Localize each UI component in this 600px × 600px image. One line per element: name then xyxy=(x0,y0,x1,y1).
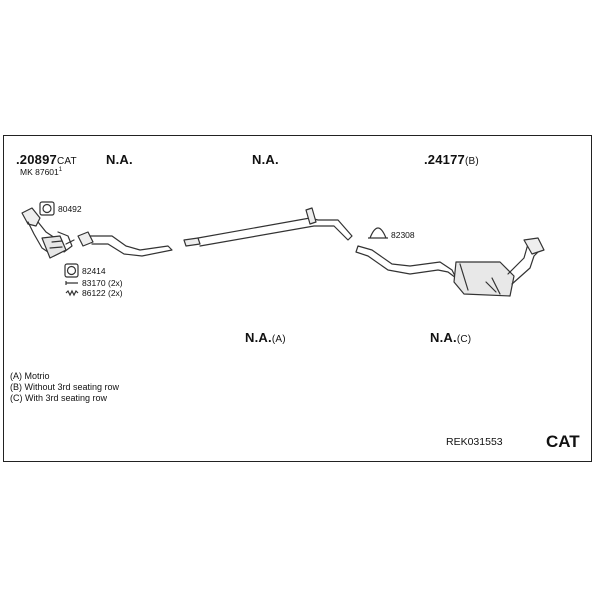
clamp-icon xyxy=(368,227,388,239)
note-b: (B) Without 3rd seating row xyxy=(10,382,120,392)
fitting-label-83170: 83170 (2x) xyxy=(82,278,123,288)
mk-reference: MK 876011 xyxy=(20,166,63,177)
part-number-front-pipe: N.A. xyxy=(106,152,133,167)
part-number-rear-silencer: .24177(B) xyxy=(424,152,479,167)
fitting-label-80492: 80492 xyxy=(58,204,82,214)
gasket-ring-icon xyxy=(64,263,79,278)
part-number-alt-c: N.A.(C) xyxy=(430,330,472,345)
note-c: (C) With 3rd seating row xyxy=(10,393,108,403)
note-a: (A) Motrio xyxy=(10,371,50,381)
part-number-catalyst: .20897CAT xyxy=(16,152,77,167)
catalytic-converter-drawing xyxy=(21,207,75,259)
part-number-alt-a: N.A.(A) xyxy=(245,330,286,345)
category-label: CAT xyxy=(546,432,580,451)
kit-reference: REK031553 xyxy=(446,436,503,448)
spring-icon xyxy=(65,289,79,297)
bolt-icon xyxy=(65,281,78,285)
middle-pipe-drawing xyxy=(183,207,353,247)
fitting-label-82414: 82414 xyxy=(82,266,106,276)
rear-silencer-drawing xyxy=(355,237,545,297)
diagram-frame xyxy=(3,135,592,462)
fitting-label-82308: 82308 xyxy=(391,230,415,240)
gasket-ring-icon xyxy=(39,201,55,216)
part-number-middle-pipe: N.A. xyxy=(252,152,279,167)
front-pipe-drawing xyxy=(77,231,173,257)
fitting-label-86122: 86122 (2x) xyxy=(82,288,123,298)
